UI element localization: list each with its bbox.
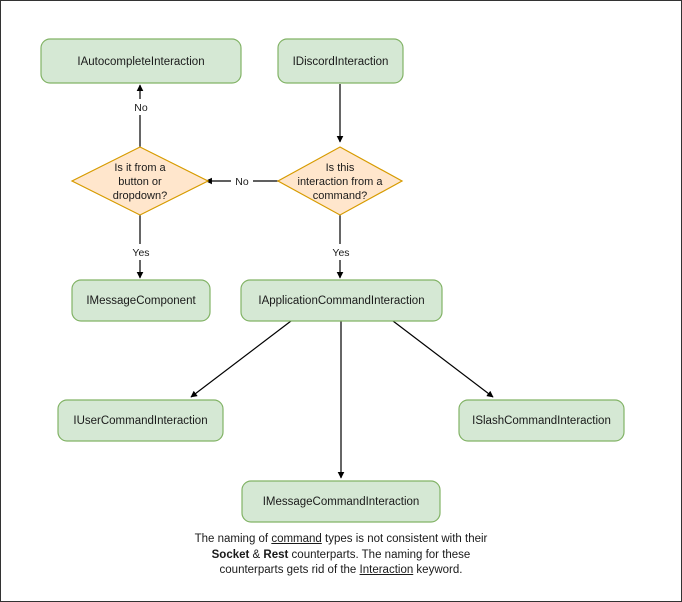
node-slash-command-interaction[interactable]: ISlashCommandInteraction [458, 399, 625, 442]
decision-command-line3: command? [313, 190, 367, 202]
caption-rest-keyword: Rest [263, 548, 289, 561]
node-application-command-interaction[interactable]: IApplicationCommandInteraction [240, 279, 443, 322]
edge-label-no-horizontal: No [235, 176, 249, 188]
caption-interaction-keyword: Interaction [359, 564, 414, 576]
caption-line2-rest: counterparts. The naming for these [288, 548, 471, 561]
decision-button-line2: button or [118, 176, 162, 188]
caption-socket-keyword: Socket [211, 548, 250, 561]
decision-command-line1: Is this [326, 162, 355, 174]
decision-command-line2: interaction from a [298, 176, 384, 188]
decision-button-line3: dropdown? [113, 190, 167, 202]
caption-command-keyword: command [271, 533, 322, 545]
node-label-message-command: IMessageCommandInteraction [263, 496, 420, 508]
edge-label-no-vertical: No [134, 102, 148, 114]
diagram-caption: The naming of command types is not consi… [1, 532, 681, 579]
edge-decision-command-to-app-command: Yes [328, 214, 354, 279]
edge-app-command-to-user-command [190, 320, 292, 398]
caption-line-3: counterparts gets rid of the Interaction… [1, 563, 681, 579]
node-message-command-interaction[interactable]: IMessageCommandInteraction [241, 480, 441, 523]
node-label-message-component: IMessageComponent [86, 295, 196, 307]
node-decision-from-command[interactable]: Is this interaction from a command? [276, 146, 404, 216]
node-label-slash-command: ISlashCommandInteraction [472, 415, 611, 427]
caption-line3-part1: counterparts gets rid of the [219, 564, 360, 576]
node-label-discord: IDiscordInteraction [293, 56, 389, 68]
caption-line1-part1: The naming of [194, 533, 272, 545]
node-decision-button-or-dropdown[interactable]: Is it from a button or dropdown? [70, 146, 210, 216]
caption-line3-part2: keyword. [413, 564, 463, 576]
edge-decision-button-to-autocomplete: No [129, 84, 153, 148]
caption-line1-part2: types is not consistent with their [321, 533, 488, 545]
node-autocomplete-interaction[interactable]: IAutocompleteInteraction [40, 38, 242, 84]
edge-decision-button-to-message-component: Yes [128, 214, 154, 279]
decision-button-line1: Is it from a [114, 162, 166, 174]
node-label-autocomplete: IAutocompleteInteraction [77, 56, 204, 68]
node-label-app-command: IApplicationCommandInteraction [258, 295, 424, 307]
caption-ampersand: & [249, 548, 264, 561]
caption-line-2: Socket & Rest counterparts. The naming f… [1, 548, 681, 564]
node-label-user-command: IUserCommandInteraction [73, 415, 207, 427]
node-user-command-interaction[interactable]: IUserCommandInteraction [57, 399, 224, 442]
caption-line-1: The naming of command types is not consi… [1, 532, 681, 548]
edge-app-command-to-slash-command [392, 320, 494, 398]
node-message-component[interactable]: IMessageComponent [71, 279, 211, 322]
edge-decision-command-to-decision-button: No [205, 173, 279, 189]
node-discord-interaction[interactable]: IDiscordInteraction [277, 38, 404, 84]
edge-label-yes-left: Yes [132, 247, 149, 259]
edge-label-yes-right: Yes [332, 247, 349, 259]
